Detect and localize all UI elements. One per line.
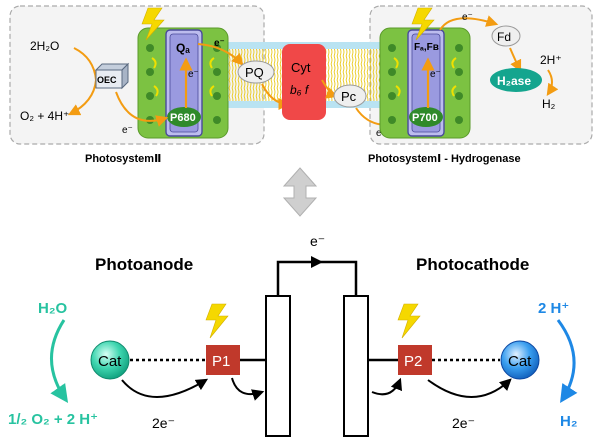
lightning-icon (397, 303, 421, 339)
p2-to-cat-arrow (427, 378, 512, 398)
anode-cat-label: Cat (98, 353, 122, 370)
cathode-hydrogen-label: H₂ (560, 413, 578, 430)
p1-photosensitizer (206, 345, 240, 375)
anode-products-label: 1/₂ O₂ + 2 H⁺ (8, 411, 98, 428)
wire-arrowhead (311, 256, 323, 268)
psii-complex (137, 27, 229, 139)
psi-hydrogen-label: H₂ (542, 97, 556, 111)
p680-label: P680 (170, 112, 196, 124)
pc-label: Pc (341, 89, 357, 104)
proton-reduction-curve (556, 319, 578, 404)
oec-box (94, 62, 130, 90)
psii-to-pq-arrow (197, 43, 244, 66)
psii-e-label-top: e⁻ (214, 38, 225, 49)
anode-water-label: H₂O (38, 300, 67, 317)
qa-label: Qₐ (176, 41, 190, 55)
p2-photosensitizer (398, 345, 432, 375)
lightning-icon (141, 7, 165, 41)
psi-e-label-top: e⁻ (462, 12, 473, 23)
anode-catalyst (90, 340, 130, 380)
water-label: 2H₂O (30, 39, 59, 53)
p1-label: P1 (212, 353, 230, 370)
external-wire (276, 260, 358, 296)
psii-internal-e-label: e⁻ (188, 69, 199, 80)
oxygen-label: O₂ + 4H⁺ (20, 109, 69, 123)
psii-e-label-bottom: e⁻ (122, 125, 133, 136)
oec-to-p680-arrow (115, 91, 169, 127)
photoanode-heading: Photoanode (95, 255, 193, 274)
fd-carrier (491, 25, 521, 47)
cathode-protons-label: 2 H⁺ (538, 300, 569, 317)
photocathode-electrode (343, 295, 369, 437)
photocathode-heading: Photocathode (416, 255, 529, 274)
p1-to-electrode-arrow (231, 377, 265, 401)
cyt-b6f-complex (282, 44, 326, 120)
electrode-to-p2-arrow (371, 377, 402, 396)
cathode-catalyst (500, 340, 540, 380)
h2ase-enzyme (490, 68, 542, 92)
psi-complex (379, 27, 471, 139)
psi-protons-label: 2H⁺ (540, 53, 562, 67)
psi-internal-e-label: e⁻ (430, 69, 441, 80)
cathode-cat-label: Cat (508, 353, 532, 370)
wire-electron-label: e⁻ (310, 233, 325, 249)
cathode-2e-label: 2e⁻ (452, 415, 475, 431)
pq-label: PQ (245, 65, 264, 80)
cyt-label-line2: b₆ f (290, 83, 310, 97)
psi-to-fd-arrow (439, 15, 499, 31)
lightning-icon (411, 7, 435, 41)
psii-caption: PhotosystemⅡ (85, 153, 161, 165)
protons-to-h2-arrow (546, 69, 559, 96)
water-oxidation-curve (50, 319, 69, 403)
pq-carrier (237, 60, 275, 84)
fafb-label: Fₐ,Fʙ (414, 42, 439, 53)
double-arrow-icon (282, 167, 318, 217)
pc-carrier (333, 84, 367, 108)
oec-label: OEC (97, 75, 117, 85)
cat-to-p1-arrow (121, 378, 209, 398)
p700-label: P700 (412, 112, 438, 124)
lightning-icon (205, 303, 229, 339)
fd-label: Fd (497, 30, 511, 44)
h2ase-label: H₂ase (497, 74, 531, 88)
p2-label: P2 (404, 353, 422, 370)
cyt-label-line1: Cyt (291, 60, 311, 75)
photoanode-electrode (265, 295, 291, 437)
anode-2e-label: 2e⁻ (152, 415, 175, 431)
psi-caption: PhotosystemⅠ - Hydrogenase (368, 153, 521, 165)
